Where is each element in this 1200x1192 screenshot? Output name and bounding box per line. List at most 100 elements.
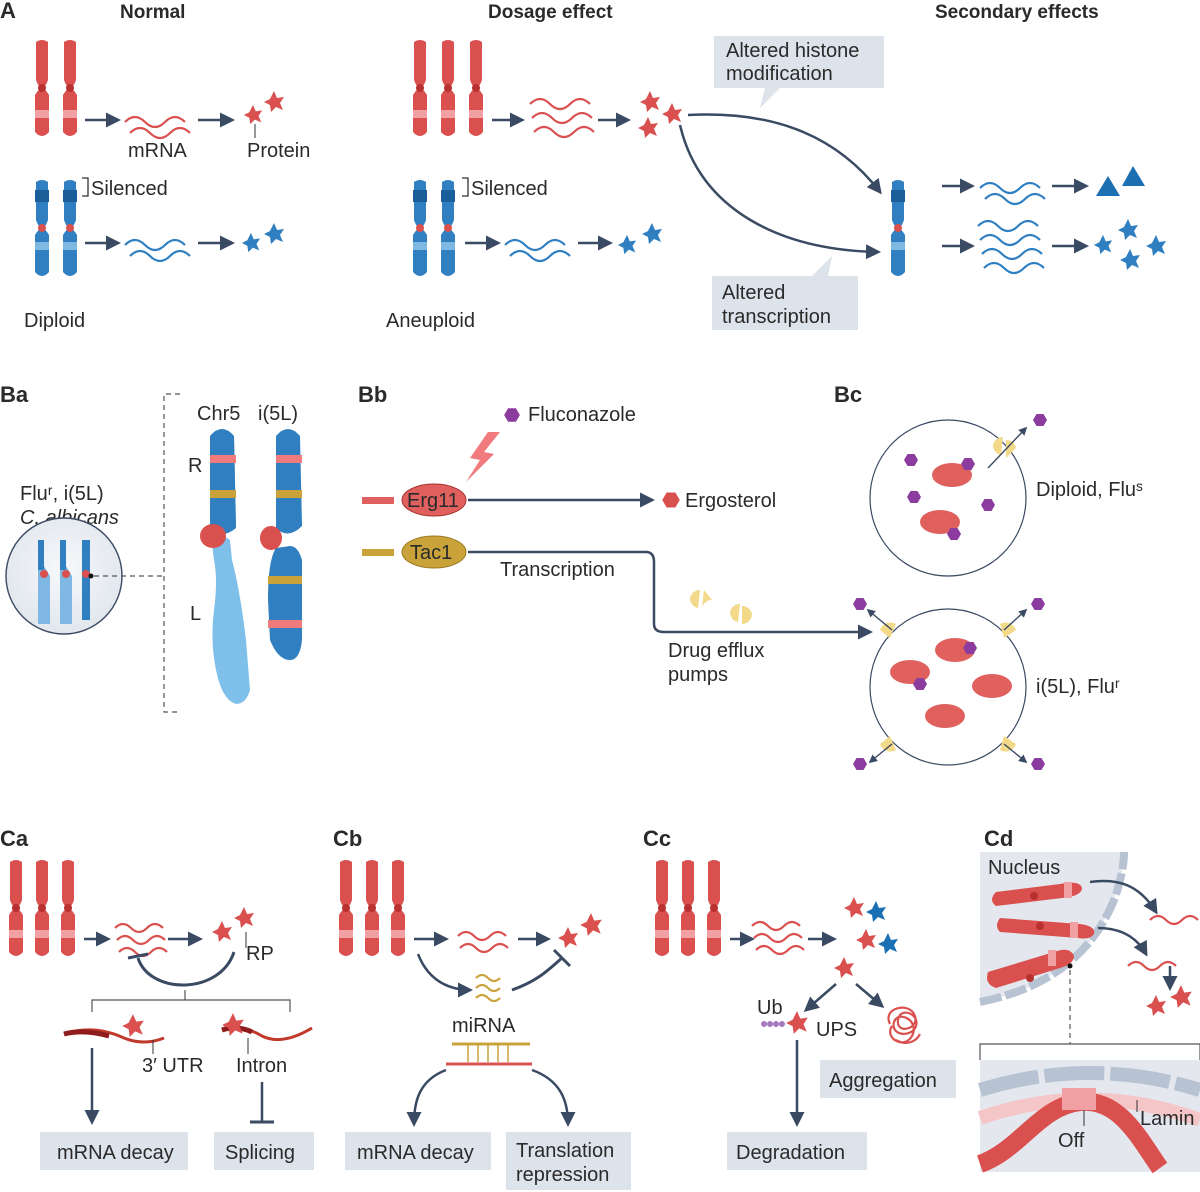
panel-bc: Bc Diploid, Fluˢ bbox=[834, 382, 1143, 770]
arrow-histone bbox=[687, 113, 882, 195]
box-splicing bbox=[214, 1132, 314, 1170]
tac1-protein bbox=[401, 535, 467, 569]
dosage-title: Dosage effect bbox=[488, 2, 613, 23]
label-erg11: Erg11 bbox=[407, 490, 459, 512]
label-arm-r: R bbox=[188, 455, 202, 477]
nuclear-envelope bbox=[979, 851, 1128, 1006]
panel-label-ca: Ca bbox=[0, 826, 29, 851]
label-degradation: Degradation bbox=[736, 1142, 845, 1164]
svg-text:modification: modification bbox=[726, 63, 833, 85]
label-i5l-flur: i(5L), Fluʳ bbox=[1036, 676, 1120, 698]
label-mrna-decay: mRNA decay bbox=[57, 1142, 174, 1164]
panel-cc: Cc Ub UPS bbox=[643, 826, 956, 1170]
label-rp: RP bbox=[246, 943, 274, 965]
label-arm-l: L bbox=[190, 603, 201, 625]
panel-label-ba: Ba bbox=[0, 382, 29, 407]
arrow bbox=[1097, 926, 1148, 957]
tac1-gene bbox=[362, 549, 394, 556]
label-mrna-decay-cb: mRNA decay bbox=[357, 1142, 474, 1164]
protein-icon bbox=[558, 913, 602, 948]
normal-red-chromosomes bbox=[35, 40, 77, 136]
cc-red-chromosomes bbox=[655, 860, 721, 956]
mrna-icon bbox=[457, 930, 509, 954]
panel-ca: Ca RP 3′ UTR bbox=[0, 826, 314, 1170]
i5l-cell-contents bbox=[853, 598, 1045, 770]
box-degradation bbox=[727, 1132, 867, 1170]
label-repression: repression bbox=[516, 1164, 609, 1186]
diploid-cell-contents bbox=[904, 414, 1047, 540]
mrna-icon bbox=[504, 238, 571, 263]
label-pumps-2: pumps bbox=[668, 664, 728, 686]
arrow bbox=[1089, 879, 1158, 915]
label-ups: UPS bbox=[816, 1019, 857, 1041]
mirna-binding-icon bbox=[446, 1042, 532, 1066]
triangle-protein-icon bbox=[1096, 166, 1145, 196]
mrna-icon bbox=[751, 920, 805, 956]
label-ub: Ub bbox=[757, 997, 783, 1019]
mrna-icon bbox=[114, 922, 168, 958]
mrna-icon bbox=[979, 181, 1046, 206]
cb-red-chromosomes bbox=[339, 860, 405, 956]
panel-label-bc: Bc bbox=[834, 382, 862, 407]
label-ergosterol: Ergosterol bbox=[685, 490, 776, 512]
label-intron: Intron bbox=[236, 1055, 287, 1077]
box-aggregation bbox=[820, 1060, 956, 1098]
dosage-red-chromosomes bbox=[413, 40, 483, 136]
label-pumps-1: Drug efflux bbox=[668, 640, 764, 662]
secondary-blue-chromosome bbox=[891, 180, 905, 276]
arrow-to-repression bbox=[531, 1068, 576, 1127]
panel-ba: Ba Fluʳ, i(5L) C. albicans Chr5 i(5L) R … bbox=[0, 382, 302, 713]
protein-icon bbox=[617, 223, 662, 255]
panel-label-cb: Cb bbox=[333, 826, 362, 851]
ubiquitinated-protein-icon bbox=[786, 1011, 808, 1034]
label-utr: 3′ UTR bbox=[142, 1055, 204, 1077]
chr5-chromosome bbox=[200, 429, 250, 704]
efflux-pump-icon bbox=[689, 589, 752, 624]
arrow-to-decay bbox=[406, 1068, 447, 1127]
nuclear-envelope-zoom bbox=[977, 1066, 1200, 1097]
panel-cb: Cb miRNA bbox=[333, 826, 631, 1190]
panel-label-a: A bbox=[0, 0, 16, 23]
aggregation-icon bbox=[887, 1006, 921, 1044]
arrow-transcription bbox=[678, 124, 881, 260]
callout-histone: Altered histone modification bbox=[714, 36, 884, 108]
panel-bb: Bb Fluconazole Erg11 Ergosterol Tac1 Tra… bbox=[358, 382, 873, 686]
mrna-intron-icon bbox=[221, 1013, 313, 1042]
box-mrna-decay bbox=[40, 1132, 188, 1170]
label-i5l: i(5L) bbox=[258, 403, 298, 425]
arrow-to-aggregation bbox=[855, 983, 885, 1008]
box-mrna-decay-cb bbox=[345, 1132, 491, 1170]
label-translation: Translation bbox=[516, 1140, 614, 1162]
arrow-to-mirna bbox=[416, 953, 473, 998]
svg-text:Altered histone: Altered histone bbox=[726, 40, 859, 62]
label-diploid-flus: Diploid, Fluˢ bbox=[1036, 479, 1143, 501]
mrna-icon bbox=[977, 219, 1045, 275]
ubiquitin-chain-icon bbox=[761, 1021, 785, 1027]
label-lamin: Lamin bbox=[1140, 1108, 1194, 1130]
label-aneuploid: Aneuploid bbox=[386, 310, 475, 332]
protein-icon bbox=[638, 91, 682, 138]
cell-chromosomes bbox=[38, 540, 90, 624]
label-chr5: Chr5 bbox=[197, 403, 240, 425]
fluconazole-icon bbox=[504, 408, 520, 422]
arrow-transcription-pump bbox=[468, 550, 873, 640]
mrna-icon bbox=[529, 97, 595, 139]
ca-red-chromosomes bbox=[9, 860, 75, 956]
label-transcription: Transcription bbox=[500, 559, 615, 581]
box-translation-repression bbox=[506, 1132, 631, 1190]
ergosterol-icon bbox=[662, 492, 680, 508]
label-off: Off bbox=[1058, 1130, 1085, 1152]
label-silenced: Silenced bbox=[91, 178, 168, 200]
mirna-icon bbox=[475, 973, 501, 1003]
mrna-icon bbox=[124, 238, 191, 263]
label-tac1: Tac1 bbox=[410, 542, 452, 564]
label-aggregation: Aggregation bbox=[829, 1070, 937, 1092]
i5l-cell bbox=[869, 608, 1027, 766]
label-silenced-dosage: Silenced bbox=[471, 178, 548, 200]
label-diploid: Diploid bbox=[24, 310, 85, 332]
svg-text:Altered: Altered bbox=[722, 282, 785, 304]
protein-icon bbox=[241, 223, 284, 253]
label-fluconazole: Fluconazole bbox=[528, 404, 636, 426]
panel-label-cc: Cc bbox=[643, 826, 671, 851]
inhibition-bolt-icon bbox=[466, 432, 500, 482]
